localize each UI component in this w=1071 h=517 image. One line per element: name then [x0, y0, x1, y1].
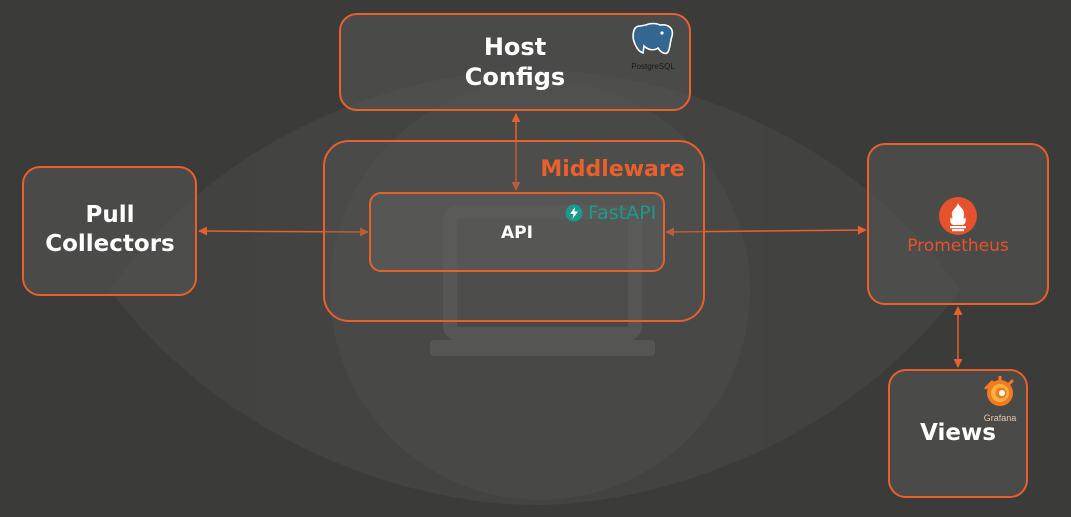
fastapi-bolt-icon: [565, 204, 583, 222]
pull-collectors-label: Pull Collectors: [30, 201, 190, 259]
api-label: API: [501, 223, 533, 243]
arrow-collectors-api: [198, 226, 369, 237]
prometheus-flame-icon: [939, 197, 977, 235]
postgresql-logo: PostgreSQL: [626, 22, 680, 71]
arrow-api-prometheus: [665, 225, 867, 237]
fastapi-logo-text: FastAPI: [588, 202, 657, 224]
middleware-title: Middleware: [540, 157, 685, 182]
pull-collectors-line2: Collectors: [45, 231, 175, 257]
views-label: Views: [920, 420, 996, 446]
api-node: [369, 192, 665, 272]
host-configs-label: Host Configs: [440, 32, 590, 92]
pull-collectors-node: [22, 166, 197, 296]
host-configs-line1: Host: [483, 33, 547, 61]
prometheus-logo-text: Prometheus: [907, 236, 1009, 256]
host-configs-node: [339, 13, 691, 111]
postgresql-logo-text: PostgreSQL: [631, 62, 675, 71]
pull-collectors-line1: Pull: [85, 202, 135, 228]
prometheus-logo: Prometheus: [880, 196, 1036, 256]
grafana-logo-text: Grafana: [983, 413, 1017, 423]
grafana-logo: Grafana: [976, 375, 1024, 423]
host-configs-line2: Configs: [464, 63, 566, 91]
grafana-gear-icon: [984, 375, 1014, 406]
postgresql-elephant-icon: [632, 22, 674, 55]
fastapi-logo: FastAPI: [565, 202, 656, 224]
eye-watermark-icon: [110, 70, 960, 505]
